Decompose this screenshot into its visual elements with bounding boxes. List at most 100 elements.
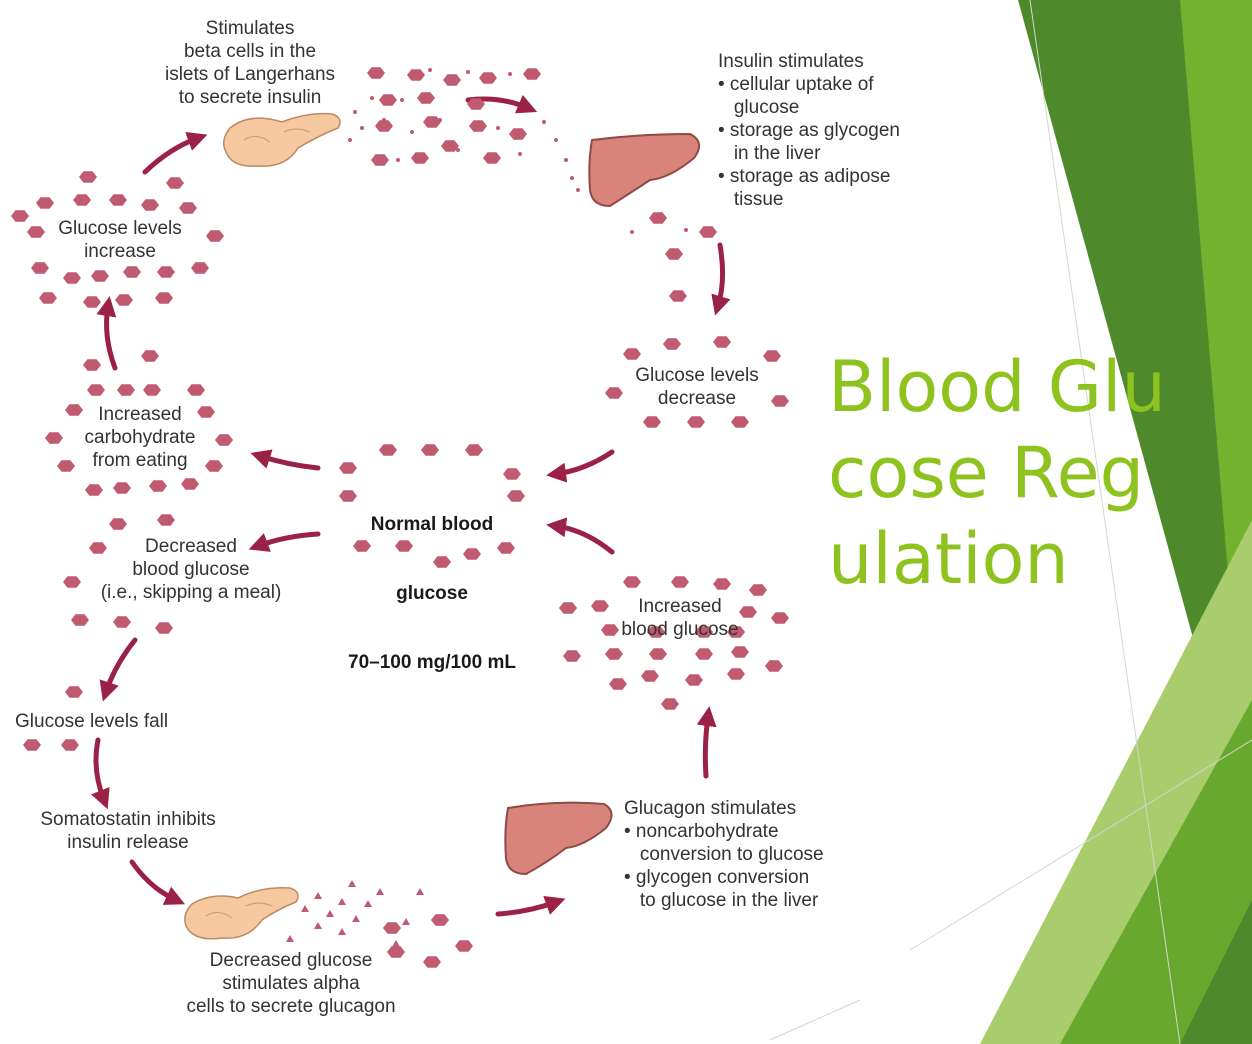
arrow-to-pancreas-bottom — [129, 859, 186, 905]
glucose-hexagon — [113, 616, 131, 628]
label-insulin-effects: Insulin stimulates • cellular uptake of … — [718, 51, 900, 210]
glucose-hexagon — [206, 230, 224, 242]
glucose-hexagon — [441, 140, 459, 152]
glucose-hexagon — [421, 444, 439, 456]
glucose-hexagon — [465, 444, 483, 456]
arrow-glucagon-to-liver — [495, 895, 566, 917]
cycle-arrows — [91, 94, 731, 917]
glucose-hexagon — [497, 542, 515, 554]
glucose-hexagon — [661, 698, 679, 710]
glucose-hexagon — [11, 210, 29, 222]
glucose-hexagon — [339, 462, 357, 474]
glucose-hexagon — [187, 384, 205, 396]
glucose-hexagon — [559, 602, 577, 614]
glucose-hexagon — [71, 614, 89, 626]
glucose-hexagon — [563, 650, 581, 662]
label-carb-eating: Increased carbohydrate from eating — [84, 404, 196, 471]
glucose-hexagon — [109, 518, 127, 530]
glucose-hexagon — [197, 406, 215, 418]
glucose-hexagon — [87, 384, 105, 396]
liver-bottom-illustration — [504, 801, 613, 876]
glucose-hexagon — [353, 540, 371, 552]
glucose-hexagon — [36, 197, 54, 209]
glucose-hexagon — [479, 72, 497, 84]
glucose-hexagon — [431, 914, 449, 926]
glucose-hexagon — [467, 98, 485, 110]
arrow-carb-to-increase — [96, 296, 118, 371]
glucose-hexagon — [205, 460, 223, 472]
arrow-increased-to-normal — [546, 517, 615, 555]
glucose-hexagon — [31, 262, 49, 274]
arrow-to-glucose-decrease — [711, 242, 731, 316]
glucose-hexagon — [65, 686, 83, 698]
label-increased-blood: Increased blood glucose — [621, 596, 739, 640]
glucose-hexagon — [339, 490, 357, 502]
glucose-hexagon — [65, 404, 83, 416]
glucose-hexagon — [27, 226, 45, 238]
glucose-hexagon — [407, 69, 425, 81]
glucose-hexagon — [39, 292, 57, 304]
glucose-hexagon — [155, 292, 173, 304]
glucose-hexagon — [601, 624, 619, 636]
glucose-hexagon — [731, 416, 749, 428]
glucose-hexagon — [411, 152, 429, 164]
glucose-hexagon — [647, 626, 665, 638]
arrow-to-pancreas-top — [142, 131, 208, 175]
glucose-hexagon — [699, 226, 717, 238]
glucose-hexagon — [765, 660, 783, 672]
glucose-hexagon — [433, 556, 451, 568]
glucagon-particles — [286, 880, 424, 947]
glucose-hexagon — [503, 468, 521, 480]
label-glucose-decrease: Glucose levels decrease — [635, 365, 759, 409]
glucose-hexagon — [669, 290, 687, 302]
label-glucagon-effects: Glucagon stimulates • noncarbohydrate co… — [624, 798, 824, 911]
glucose-hexagon — [469, 120, 487, 132]
glucose-hexagon — [61, 739, 79, 751]
label-levels-fall: Glucose levels fall — [15, 711, 169, 732]
glucose-hexagon — [455, 940, 473, 952]
glucose-hexagon — [713, 578, 731, 590]
glucose-hexagon — [141, 199, 159, 211]
glucose-molecules — [11, 67, 789, 968]
glucose-hexagon — [443, 74, 461, 86]
glucose-hexagon — [423, 956, 441, 968]
glucose-hexagon — [73, 194, 91, 206]
glucose-hexagon — [671, 576, 689, 588]
arrow-normal-to-decreased — [248, 531, 321, 552]
glucose-hexagon — [143, 384, 161, 396]
label-alpha-cells: Decreased glucose stimulates alpha cells… — [186, 950, 396, 1017]
glucose-hexagon — [155, 622, 173, 634]
glucose-hexagon — [63, 272, 81, 284]
glucose-hexagon — [623, 348, 641, 360]
glucose-hexagon — [57, 460, 75, 472]
glucose-hexagon — [45, 432, 63, 444]
glucose-hexagon — [379, 94, 397, 106]
glucose-hexagon — [727, 668, 745, 680]
glucose-hexagon — [23, 739, 41, 751]
glucose-hexagon — [83, 296, 101, 308]
arrow-decrease-to-normal — [546, 449, 615, 483]
label-decreased-glucose: Decreased blood glucose (i.e., skipping … — [100, 536, 282, 603]
center-line-3: 70–100 mg/100 mL — [348, 652, 516, 673]
glucose-hexagon — [605, 648, 623, 660]
label-somatostatin: Somatostatin inhibits insulin release — [40, 809, 216, 853]
label-beta-cells: Stimulates beta cells in the islets of L… — [164, 18, 336, 108]
glucose-hexagon — [395, 540, 413, 552]
glucose-hexagon — [417, 92, 435, 104]
center-line-1: Normal blood — [370, 514, 494, 535]
glucose-hexagon — [685, 674, 703, 686]
glucose-hexagon — [763, 350, 781, 362]
glucose-hexagon — [663, 338, 681, 350]
glucose-hexagon — [641, 670, 659, 682]
glucose-hexagon — [665, 248, 683, 260]
glucose-hexagon — [85, 484, 103, 496]
glucose-hexagon — [215, 434, 233, 446]
center-line-2: glucose — [396, 583, 468, 604]
glucose-hexagon — [605, 387, 623, 399]
glucose-hexagon — [523, 68, 541, 80]
glucose-hexagon — [649, 212, 667, 224]
arrow-to-increased-glucose — [696, 706, 717, 779]
glucose-hexagon — [113, 482, 131, 494]
glucose-hexagon — [367, 67, 385, 79]
arrow-fall-to-somatostatin — [91, 737, 110, 810]
